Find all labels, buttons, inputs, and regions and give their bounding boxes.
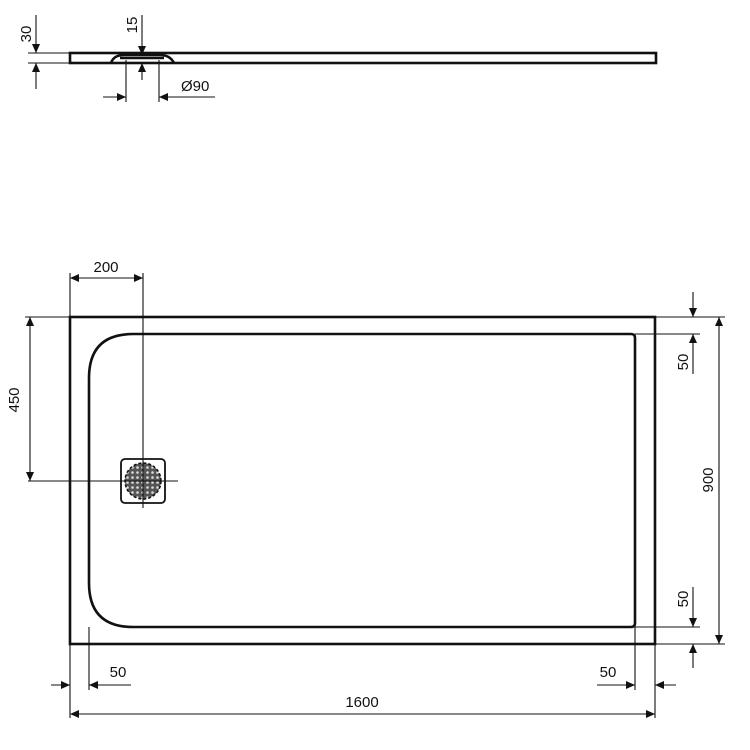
tray-basin xyxy=(87,332,637,629)
side-view-slab xyxy=(68,51,658,65)
top-rim-label: 50 xyxy=(675,354,692,371)
drain-depth-label: 15 xyxy=(124,17,141,34)
side-view: 30 15 Ø90 xyxy=(18,15,658,102)
drain-diameter-label: Ø90 xyxy=(181,78,209,95)
thickness-label: 30 xyxy=(18,26,35,43)
right-rim-label: 50 xyxy=(600,664,617,681)
drain-offset-y-label: 450 xyxy=(6,387,23,412)
height-label: 900 xyxy=(700,467,717,492)
bottom-rim-label: 50 xyxy=(675,591,692,608)
left-rim-label: 50 xyxy=(110,664,127,681)
width-label: 1600 xyxy=(345,694,378,711)
drain-offset-x-label: 200 xyxy=(93,259,118,276)
top-view: 200 450 50 50 900 xyxy=(6,259,725,718)
